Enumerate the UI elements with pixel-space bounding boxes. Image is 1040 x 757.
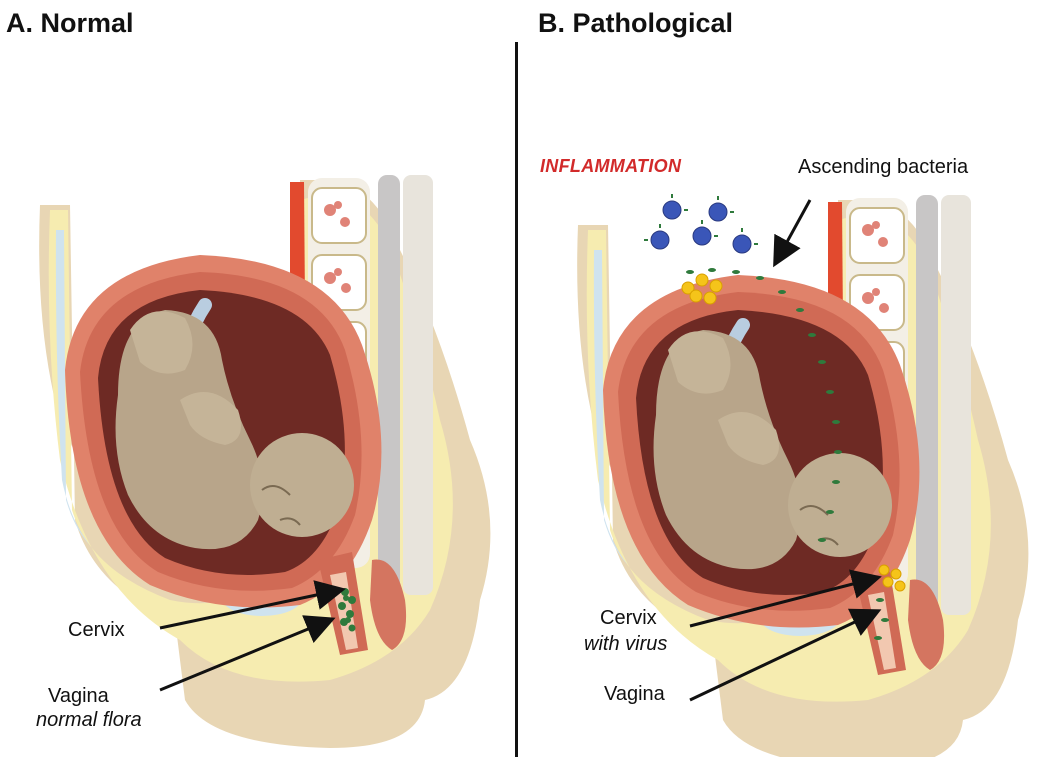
label-cervix-a: Cervix (68, 618, 125, 642)
panel-a-anatomy (39, 175, 490, 748)
label-cervix-b: Cervix (600, 606, 657, 630)
label-vagina-a: Vagina (48, 684, 109, 708)
arrow-ascending-bacteria (776, 200, 810, 262)
panel-b-anatomy (577, 195, 1028, 757)
label-vagina-b: Vagina (604, 682, 665, 706)
label-ascending-bacteria: Ascending bacteria (798, 155, 968, 179)
virus-particles (644, 194, 758, 253)
label-cervix-b-note: with virus (584, 632, 667, 656)
label-inflammation: INFLAMMATION (540, 156, 681, 177)
cervix-note-b: with virus (584, 633, 667, 655)
label-vagina-a-note: normal flora (36, 708, 142, 732)
vagina-note-a: normal flora (36, 709, 142, 731)
